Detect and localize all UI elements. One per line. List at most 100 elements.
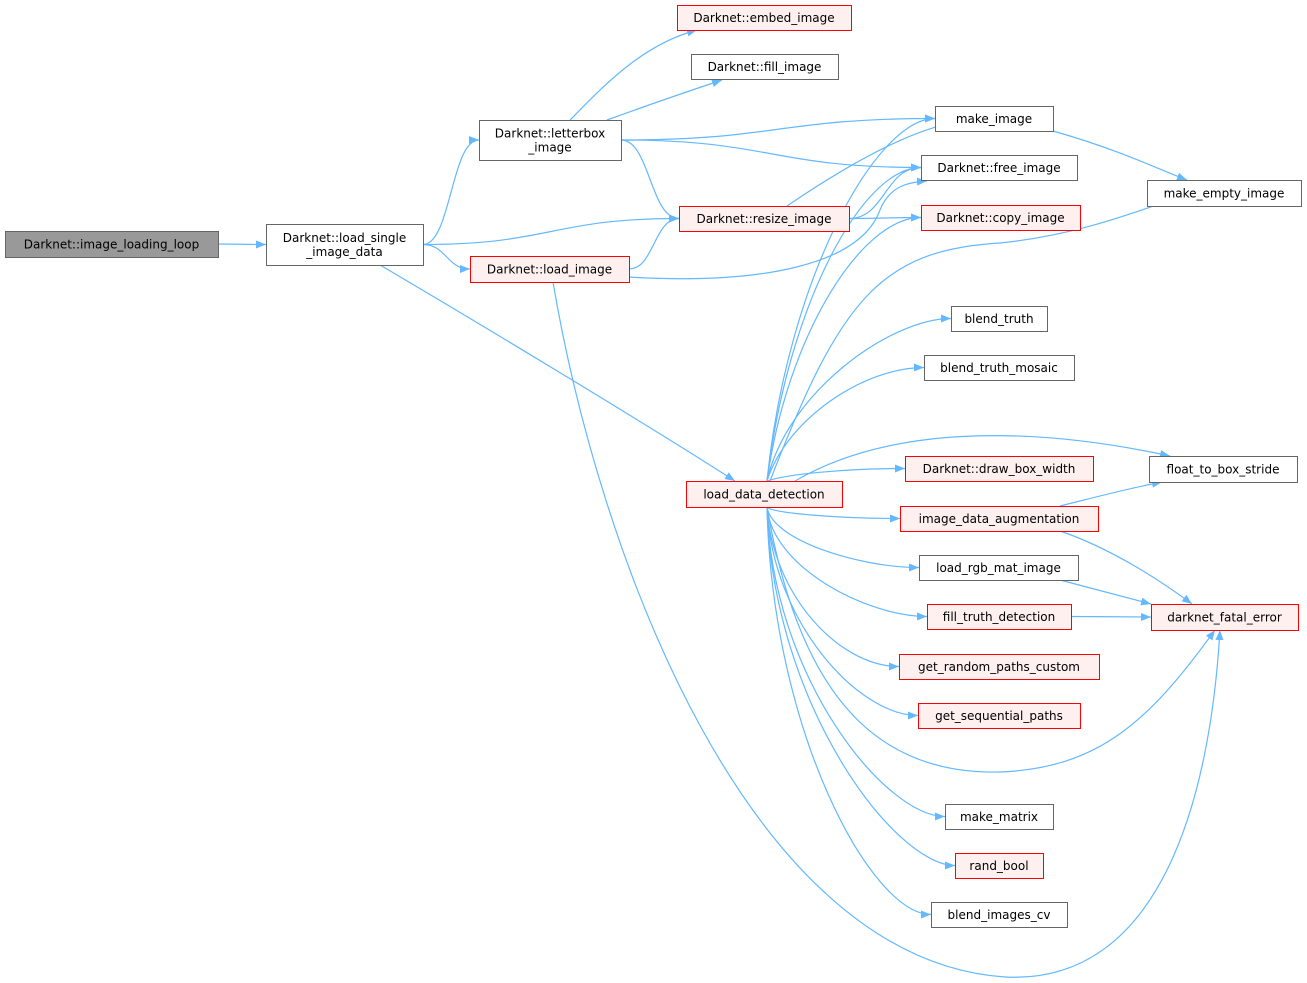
edge-lrmi-to-fatal (1059, 579, 1152, 606)
edge-ldd-to-make_empty (769, 196, 1181, 482)
node-box[interactable] (935, 106, 1054, 132)
node-letterbox[interactable]: Darknet::letterbox_image (479, 120, 622, 161)
node-box[interactable] (921, 155, 1078, 181)
node-box[interactable] (951, 306, 1048, 332)
edge-ftd-to-fatal (1070, 612, 1152, 621)
node-float-box[interactable]: float_to_box_stride (1149, 456, 1298, 483)
node-label: Darknet::embed_image (693, 11, 834, 25)
node-resize[interactable]: Darknet::resize_image (679, 206, 850, 232)
edge-ldd-to-lrmi (766, 506, 920, 572)
node-embed[interactable]: Darknet::embed_image (677, 5, 852, 31)
node-label: load_rgb_mat_image (936, 561, 1061, 575)
node-label: Darknet::free_image (937, 161, 1060, 175)
node-label: _image_data (305, 245, 382, 259)
node-box[interactable] (686, 481, 843, 508)
edge-lsid-to-letterbox (422, 136, 480, 246)
node-make-image[interactable]: make_image (935, 106, 1054, 132)
node-label: rand_bool (969, 859, 1028, 873)
node-loop[interactable]: Darknet::image_loading_loop (5, 231, 219, 258)
node-box[interactable] (691, 54, 839, 80)
node-label: fill_truth_detection (943, 610, 1055, 624)
edge-ldd-to-free_image (766, 163, 922, 482)
node-label: Darknet::copy_image (936, 211, 1064, 225)
node-box[interactable] (899, 654, 1100, 680)
node-make-empty[interactable]: make_empty_image (1147, 180, 1302, 207)
node-box[interactable] (266, 224, 424, 266)
edge-resize-to-make_image (786, 122, 948, 207)
node-make-matrix[interactable]: make_matrix (945, 804, 1054, 830)
node-box[interactable] (919, 555, 1079, 581)
node-ldd[interactable]: load_data_detection (686, 481, 843, 508)
edge-ldd-to-blend_cv (766, 506, 932, 919)
edge-letterbox-to-resize (620, 139, 680, 223)
node-box[interactable] (955, 853, 1044, 879)
node-label: Darknet::image_loading_loop (24, 238, 199, 252)
edge-ldd-to-fatal (766, 506, 1216, 773)
node-blend-cv[interactable]: blend_images_cv (931, 902, 1068, 928)
edge-ldd-to-blend_truth (766, 314, 952, 482)
node-box[interactable] (927, 604, 1072, 630)
node-grpc[interactable]: get_random_paths_custom (899, 654, 1100, 680)
node-free-image[interactable]: Darknet::free_image (921, 155, 1078, 181)
node-label: Darknet::fill_image (708, 60, 822, 74)
node-box[interactable] (479, 120, 622, 161)
node-label: make_empty_image (1164, 187, 1285, 201)
node-lrmi[interactable]: load_rgb_mat_image (919, 555, 1079, 581)
node-label: blend_truth (964, 312, 1033, 326)
edge-ida-to-float_box (1059, 479, 1163, 507)
edge-ldd-to-blend_truth_mosaic (766, 363, 925, 482)
edge-load_image-to-free_image (628, 177, 928, 280)
node-copy[interactable]: Darknet::copy_image (921, 205, 1081, 231)
edge-lsid-to-ldd (379, 264, 736, 482)
edge-letterbox-to-free_image (620, 139, 922, 172)
node-box[interactable] (677, 5, 852, 31)
node-label: Darknet::draw_box_width (923, 462, 1076, 476)
node-label: Darknet::letterbox (495, 127, 605, 141)
node-label: float_to_box_stride (1167, 463, 1280, 477)
edge-letterbox-to-embed (569, 28, 698, 121)
node-blend-truth-mosaic[interactable]: blend_truth_mosaic (924, 355, 1075, 381)
edge-ldd-to-draw_box (766, 464, 906, 482)
node-box[interactable] (905, 456, 1094, 482)
node-lsid[interactable]: Darknet::load_single_image_data (266, 224, 424, 266)
node-gsp[interactable]: get_sequential_paths (918, 703, 1081, 729)
node-box[interactable] (931, 902, 1068, 928)
node-fill-image[interactable]: Darknet::fill_image (691, 54, 839, 80)
node-box[interactable] (1149, 456, 1298, 483)
node-ftd[interactable]: fill_truth_detection (927, 604, 1072, 630)
node-box[interactable] (470, 256, 630, 283)
node-blend-truth[interactable]: blend_truth (951, 306, 1048, 332)
node-label: _image (527, 141, 571, 155)
edge-letterbox-to-fill_image (606, 79, 723, 121)
node-box[interactable] (924, 355, 1075, 381)
edge-ldd-to-grpc (766, 506, 900, 671)
edge-ida-to-fatal (1059, 530, 1193, 605)
edge-make_image-to-make_empty (1052, 130, 1188, 181)
node-label: blend_images_cv (948, 908, 1051, 922)
node-box[interactable] (918, 703, 1081, 729)
node-box[interactable] (1151, 604, 1299, 631)
node-rand-bool[interactable]: rand_bool (955, 853, 1044, 879)
node-label: get_sequential_paths (935, 709, 1063, 723)
edge-letterbox-to-make_image (620, 114, 936, 141)
node-label: Darknet::load_image (487, 263, 612, 277)
node-fatal[interactable]: darknet_fatal_error (1151, 604, 1299, 631)
node-label: darknet_fatal_error (1167, 611, 1282, 625)
node-box[interactable] (679, 206, 850, 232)
node-box[interactable] (5, 231, 219, 258)
node-box[interactable] (921, 205, 1081, 231)
edge-lsid-to-load_image (422, 243, 471, 273)
edge-ldd-to-float_box (794, 435, 1171, 482)
node-ida[interactable]: image_data_augmentation (900, 506, 1099, 532)
node-box[interactable] (945, 804, 1054, 830)
node-label: blend_truth_mosaic (940, 361, 1058, 375)
edge-resize-to-free_image (848, 163, 922, 220)
edge-ldd-to-ida (766, 506, 901, 523)
node-draw-box[interactable]: Darknet::draw_box_width (905, 456, 1094, 482)
node-box[interactable] (1147, 180, 1302, 207)
node-load-image[interactable]: Darknet::load_image (470, 256, 630, 283)
node-box[interactable] (900, 506, 1099, 532)
node-label: make_image (956, 112, 1032, 126)
node-label: Darknet::resize_image (697, 212, 832, 226)
